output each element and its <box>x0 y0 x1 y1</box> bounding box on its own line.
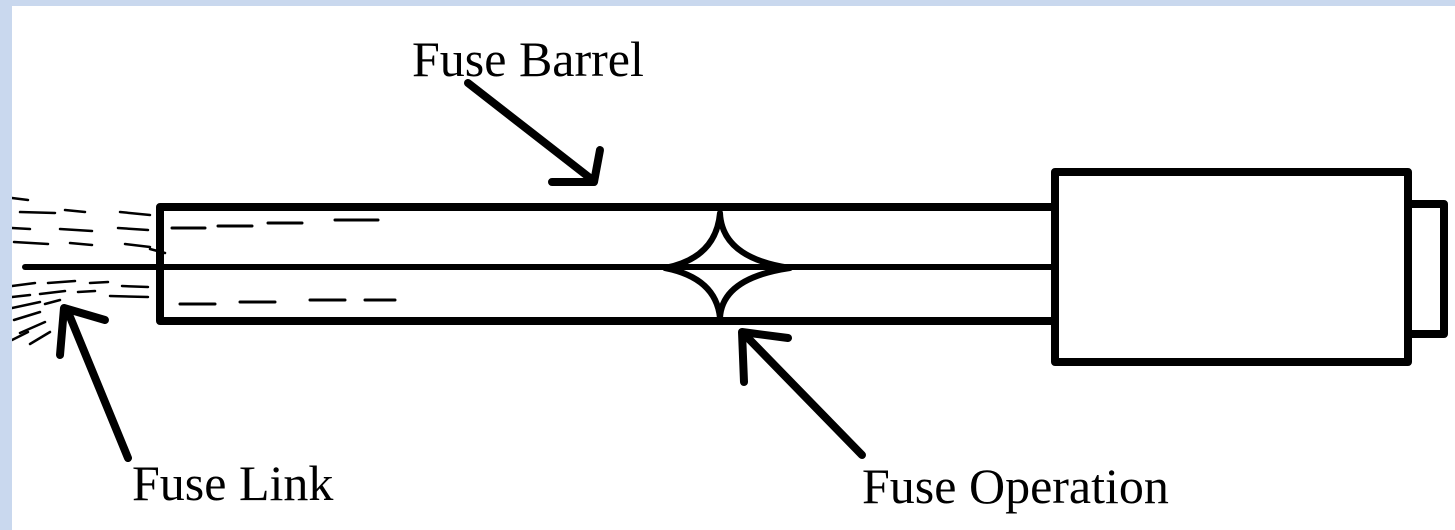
fuse-operation-arrow <box>738 328 866 459</box>
fuse-operation-label: Fuse Operation <box>862 458 1169 514</box>
fuse-barrel-arrow <box>464 79 604 186</box>
barrel-dashes-upper <box>170 218 380 230</box>
end-cap-body <box>1051 168 1412 366</box>
fuse-link-arrow <box>56 304 132 462</box>
fuse-link-label: Fuse Link <box>132 455 334 511</box>
fuse-barrel-label: Fuse Barrel <box>412 31 644 87</box>
barrel-dashes-lower <box>178 298 397 306</box>
end-terminal <box>1404 200 1448 338</box>
arc-spark <box>662 210 793 321</box>
expelled-gas-spray <box>12 196 167 346</box>
